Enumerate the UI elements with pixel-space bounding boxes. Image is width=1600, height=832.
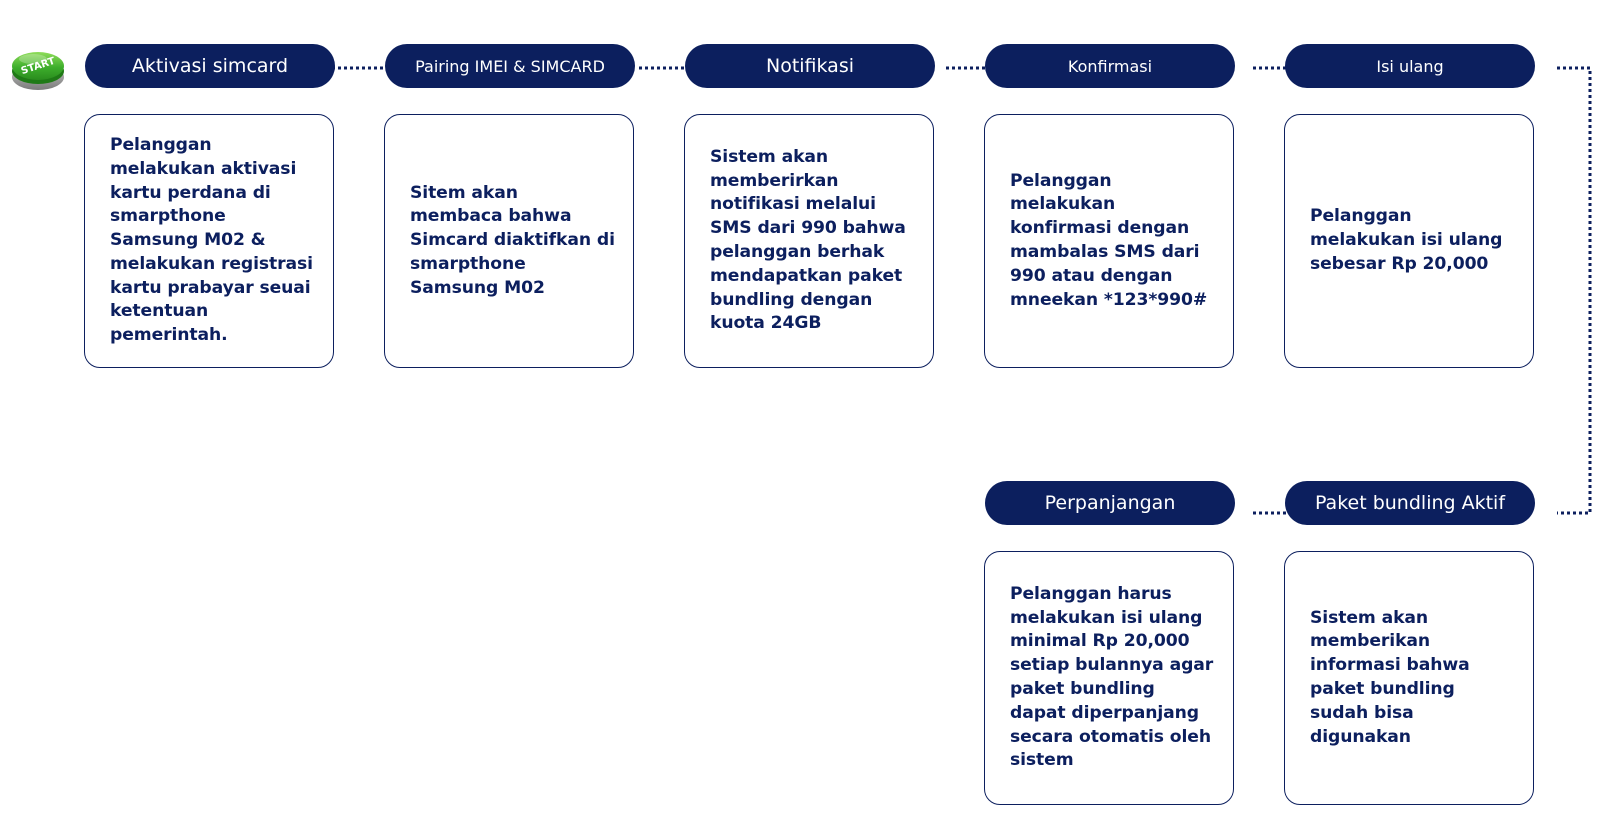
step-box-notifikasi: Sistem akan memberirkan notifikasi melal… — [684, 114, 934, 368]
step-header-konfirmasi: Konfirmasi — [985, 44, 1235, 88]
step-description: Sistem akan memberirkan notifikasi melal… — [710, 146, 906, 334]
connector-5-6 — [1557, 66, 1592, 515]
step-description: Sitem akan membaca bahwa Simcard diaktif… — [410, 182, 615, 298]
step-box-konfirmasi: Pelanggan melakukan konfirmasi dengan ma… — [984, 114, 1234, 368]
step-box-pairing: Sitem akan membaca bahwa Simcard diaktif… — [384, 114, 634, 368]
step-description: Sistem akan memberikan informasi bahwa p… — [1310, 607, 1470, 747]
step-description: Pelanggan melakukan konfirmasi dengan ma… — [1010, 170, 1208, 310]
step-description: Pelanggan melakukan aktivasi kartu perda… — [110, 134, 313, 346]
step-description: Pelanggan harus melakukan isi ulang mini… — [1010, 583, 1214, 771]
step-header-paket-bundling-aktif: Paket bundling Aktif — [1285, 481, 1535, 525]
step-header-pairing: Pairing IMEI & SIMCARD — [385, 44, 635, 88]
step-header-aktivasi-simcard: Aktivasi simcard — [85, 44, 335, 88]
start-button-icon[interactable]: START — [9, 37, 67, 95]
step-description: Pelanggan melakukan isi ulang sebesar Rp… — [1310, 206, 1503, 274]
step-box-paket-bundling-aktif: Sistem akan memberikan informasi bahwa p… — [1284, 551, 1534, 805]
step-box-isi-ulang: Pelanggan melakukan isi ulang sebesar Rp… — [1284, 114, 1534, 368]
step-box-perpanjangan: Pelanggan harus melakukan isi ulang mini… — [984, 551, 1234, 805]
step-header-isi-ulang: Isi ulang — [1285, 44, 1535, 88]
step-header-perpanjangan: Perpanjangan — [985, 481, 1235, 525]
step-header-notifikasi: Notifikasi — [685, 44, 935, 88]
step-box-aktivasi-simcard: Pelanggan melakukan aktivasi kartu perda… — [84, 114, 334, 368]
